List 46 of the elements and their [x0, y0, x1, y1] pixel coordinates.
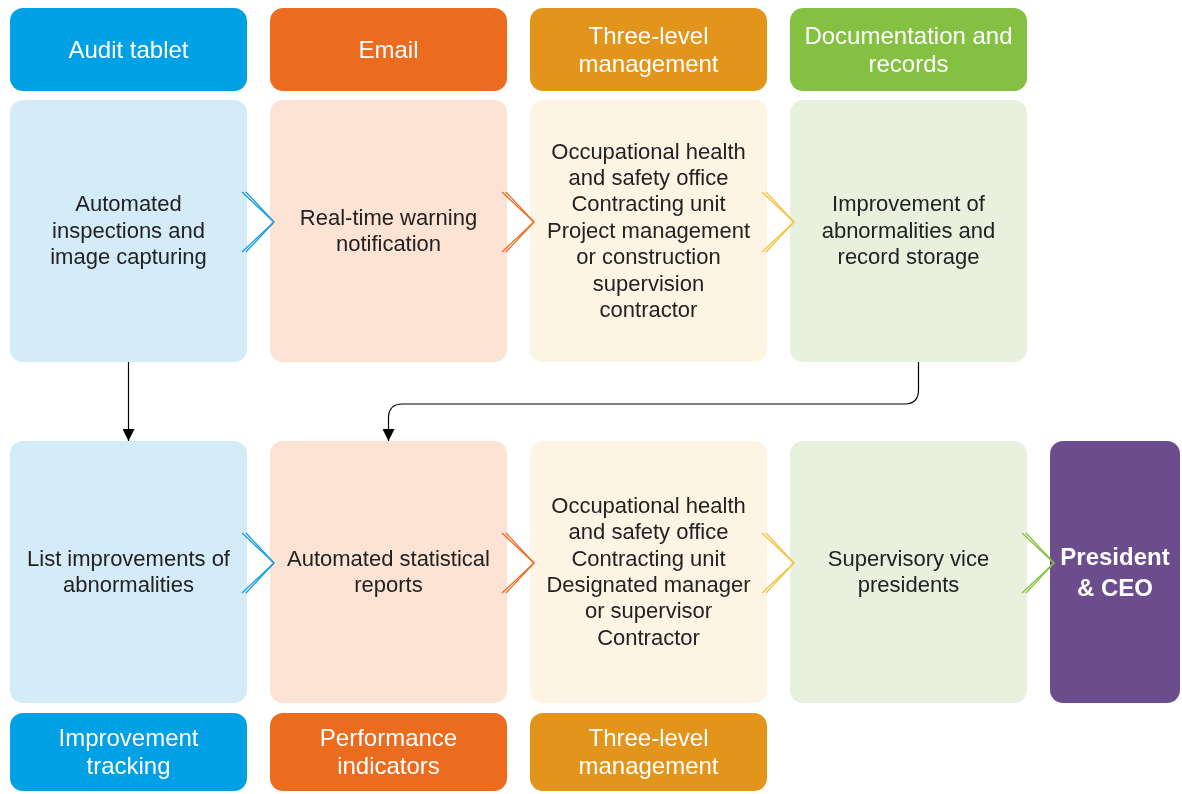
box-label: President & CEO — [1059, 541, 1171, 603]
box-label: Occupational health and safety office — [550, 138, 747, 192]
box-label: Contracting unit — [571, 545, 726, 572]
box-label: Contracting unit — [571, 191, 726, 218]
process-box — [790, 441, 1027, 703]
chevron-arrow — [761, 532, 795, 594]
header-box — [10, 713, 247, 791]
process-box — [10, 441, 247, 703]
header-box — [530, 713, 767, 791]
box-label: Occupational health and safety office — [550, 492, 747, 546]
process-box — [270, 100, 507, 362]
box-label: Documentation and records — [803, 21, 1014, 78]
chevron-arrow — [1021, 532, 1055, 594]
box-label: Project management or construction supervision contractor — [546, 217, 751, 324]
process-box — [790, 100, 1027, 362]
box-label: Automated statistical reports — [286, 545, 491, 599]
box-label: Improvement of abnormalities and record storage — [820, 191, 997, 271]
chevron-arrow — [241, 532, 275, 594]
header-box — [530, 8, 767, 91]
box-label: Automated inspections and image capturing — [49, 191, 208, 271]
chevron-arrow — [241, 191, 275, 253]
header-box — [10, 8, 247, 91]
header-box — [270, 713, 507, 791]
box-label: Contractor — [597, 624, 700, 652]
box-label: List improvements of abnormalities — [26, 545, 231, 599]
box-label: Improvement tracking — [57, 724, 200, 780]
box-label: Email — [358, 35, 419, 64]
process-box — [1050, 441, 1180, 703]
box-label: Performance indicators — [318, 724, 459, 780]
process-box — [270, 441, 507, 703]
box-label: Three-level management — [577, 724, 720, 780]
box-label: Designated manager or supervisor — [546, 572, 751, 625]
box-label: Audit tablet — [68, 35, 189, 64]
box-label: Three-level management — [577, 21, 720, 78]
chevron-arrow — [501, 191, 535, 253]
chevron-arrow — [761, 191, 795, 253]
box-label: Real-time warning notification — [298, 204, 479, 258]
process-box — [530, 441, 767, 703]
box-label: Supervisory vice presidents — [826, 545, 991, 599]
chevron-arrow — [501, 532, 535, 594]
header-box — [270, 8, 507, 91]
arrow — [122, 361, 135, 442]
process-box — [10, 100, 247, 362]
arrow — [382, 361, 920, 442]
process-box — [530, 100, 767, 362]
header-box — [790, 8, 1027, 91]
